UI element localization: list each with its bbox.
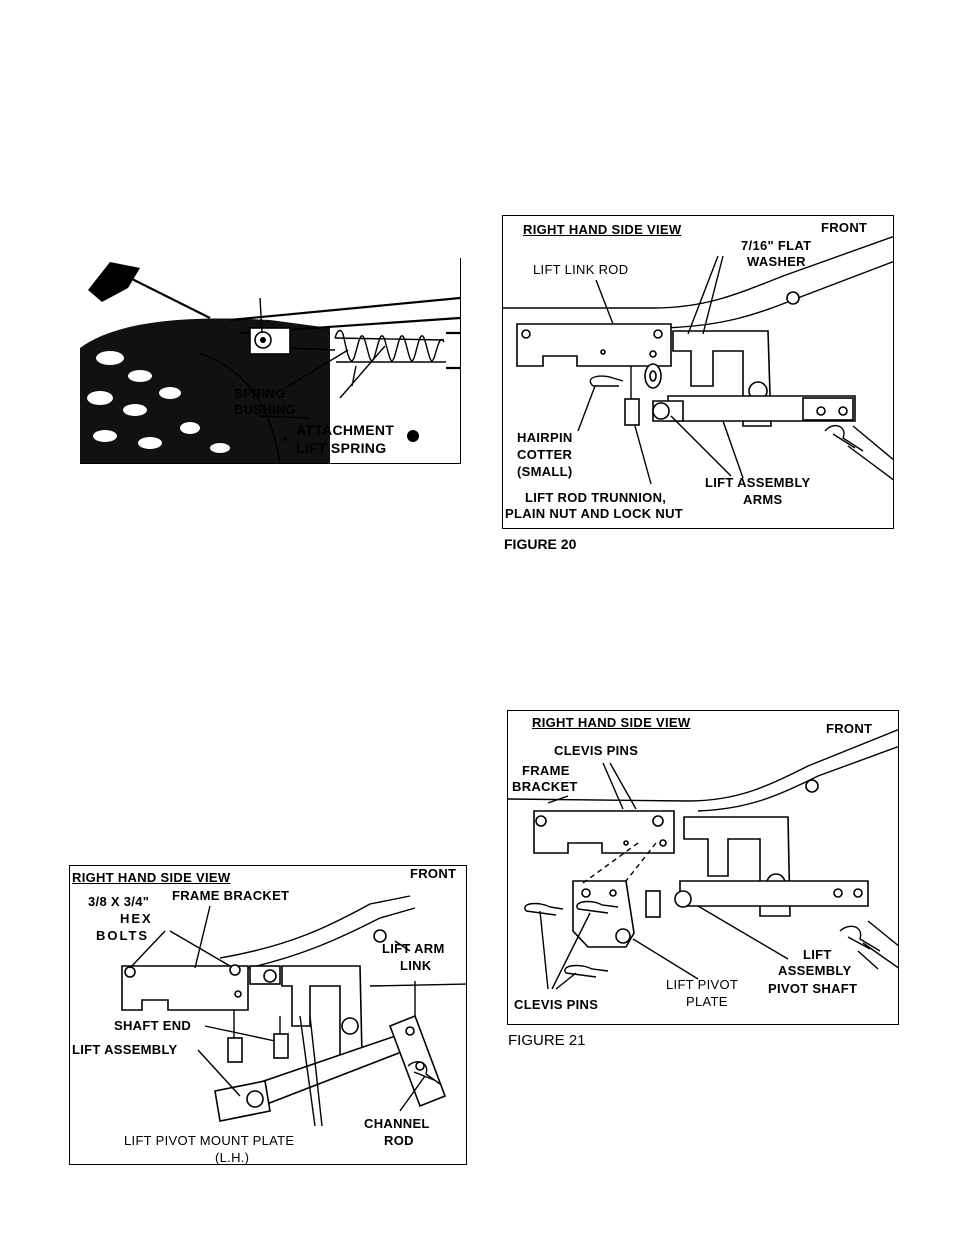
fig-bl-lift-arm: LIFT ARM bbox=[382, 941, 445, 956]
label-attachment: ATTACHMENT bbox=[296, 422, 395, 438]
fig20-trunnion-2: PLAIN NUT AND LOCK NUT bbox=[505, 506, 683, 521]
label-spring: SPRING bbox=[234, 386, 286, 401]
figure-21-panel: RIGHT HAND SIDE VIEW FRONT CLEVIS PINS F… bbox=[507, 710, 899, 1025]
lift-pivot-figure-panel: RIGHT HAND SIDE VIEW FRONT 3/8 X 3/4" HE… bbox=[69, 865, 467, 1165]
fig20-flat-washer-2: WASHER bbox=[747, 254, 806, 269]
fig-bl-view-title: RIGHT HAND SIDE VIEW bbox=[72, 870, 231, 885]
figure-21-illustration bbox=[508, 729, 898, 990]
fig20-view-title: RIGHT HAND SIDE VIEW bbox=[523, 222, 682, 237]
label-lift-spring: LIFT SPRING bbox=[296, 440, 387, 456]
fig20-cotter: COTTER bbox=[517, 447, 573, 462]
fig20-flat-washer-1: 7/16" FLAT bbox=[741, 238, 812, 253]
fig-bl-shaft-end: SHAFT END bbox=[114, 1018, 192, 1033]
fig21-clevis-pins-top: CLEVIS PINS bbox=[554, 743, 639, 758]
fig21-frame: FRAME bbox=[522, 763, 570, 778]
fig20-lift-link-rod: LIFT LINK ROD bbox=[533, 262, 629, 277]
fig-bl-front: FRONT bbox=[410, 866, 457, 881]
fig-bl-lift-assembly: LIFT ASSEMBLY bbox=[72, 1042, 178, 1057]
fig-bl-mount-plate: LIFT PIVOT MOUNT PLATE bbox=[124, 1133, 295, 1148]
fig-bl-lh: (L.H.) bbox=[215, 1150, 250, 1165]
lift-pivot-illustration bbox=[121, 895, 466, 1127]
fig-bl-rod: ROD bbox=[384, 1133, 414, 1148]
spring-illustration bbox=[80, 262, 460, 463]
fig21-front: FRONT bbox=[826, 721, 873, 736]
fig21-assembly: ASSEMBLY bbox=[778, 963, 852, 978]
fig-bl-bolts-3: BOLTS bbox=[96, 928, 150, 943]
label-bushing: BUSHING bbox=[234, 402, 297, 417]
fig20-trunnion-1: LIFT ROD TRUNNION, bbox=[525, 490, 667, 505]
spring-figure: SPRING BUSHING ATTACHMENT LIFT SPRING bbox=[80, 258, 461, 464]
fig21-pivot-shaft: PIVOT SHAFT bbox=[768, 981, 858, 996]
fig-bl-bolts-1: 3/8 X 3/4" bbox=[88, 894, 150, 909]
figure-21-caption: FIGURE 21 bbox=[508, 1032, 586, 1049]
figure-20-illustration bbox=[503, 235, 893, 485]
fig-bl-bolts-2: HEX bbox=[120, 911, 153, 926]
fig-bl-channel: CHANNEL bbox=[364, 1116, 430, 1131]
fig21-view-title: RIGHT HAND SIDE VIEW bbox=[532, 715, 691, 730]
figure-20-caption: FIGURE 20 bbox=[504, 536, 577, 552]
fig21-plate: PLATE bbox=[686, 994, 728, 1009]
fig21-lift-pivot: LIFT PIVOT bbox=[666, 977, 739, 992]
fig20-lift-assembly: LIFT ASSEMBLY bbox=[705, 475, 811, 490]
fig20-hairpin: HAIRPIN bbox=[517, 430, 573, 445]
fig-bl-link: LINK bbox=[400, 958, 432, 973]
fig20-small: (SMALL) bbox=[517, 464, 573, 479]
figure-20-panel: RIGHT HAND SIDE VIEW FRONT 7/16" FLAT WA… bbox=[502, 215, 894, 529]
fig-bl-frame-bracket: FRAME BRACKET bbox=[172, 888, 290, 903]
fig20-front: FRONT bbox=[821, 220, 868, 235]
fig21-lift: LIFT bbox=[803, 947, 832, 962]
fig21-bracket: BRACKET bbox=[512, 779, 578, 794]
fig21-clevis-pins-bottom: CLEVIS PINS bbox=[514, 997, 599, 1012]
fig20-arms: ARMS bbox=[743, 492, 783, 507]
